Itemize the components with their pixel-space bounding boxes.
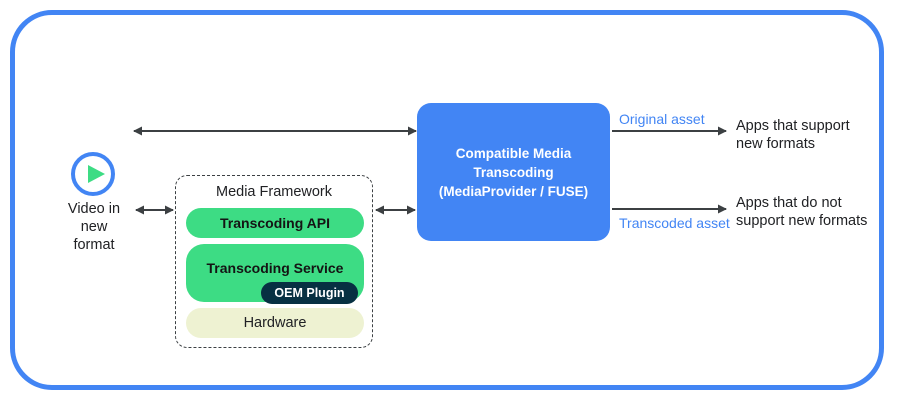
transcoding-api-label: Transcoding API <box>220 215 330 231</box>
transcoding-api-box[interactable]: Transcoding API <box>186 208 364 238</box>
video-play-icon <box>71 152 115 196</box>
hardware-box[interactable]: Hardware <box>186 308 364 338</box>
transcoded-asset-edge-label: Transcoded asset <box>619 215 730 231</box>
cmt-box-line-2: Transcoding <box>473 164 554 180</box>
cmt-box-line-1: Compatible Media <box>455 145 572 161</box>
apps-nosupport-line-1: Apps that do not <box>736 195 842 211</box>
transcoding-service-label: Transcoding Service <box>206 260 344 276</box>
apps-support-new-formats-label: Apps that support new formats <box>736 117 850 153</box>
media-framework-container: Media Framework Transcoding API Transcod… <box>175 175 373 348</box>
oem-plugin-label: OEM Plugin <box>274 286 345 300</box>
media-framework-title: Media Framework <box>215 184 333 200</box>
cmt-box-line-3: (MediaProvider / FUSE) <box>438 183 589 199</box>
hardware-label: Hardware <box>243 315 307 331</box>
play-triangle-icon <box>88 165 105 183</box>
video-source-label: Video in new format <box>44 200 144 254</box>
cmt-box-text: Compatible Media Transcoding (MediaProvi… <box>439 144 588 201</box>
video-source-label-line-1: Video in <box>67 201 121 217</box>
compatible-media-transcoding-box[interactable]: Compatible Media Transcoding (MediaProvi… <box>417 103 610 241</box>
apps-nosupport-line-2: support new formats <box>736 213 868 229</box>
video-source-label-line-3: format <box>73 237 115 253</box>
apps-support-line-2: new formats <box>736 136 815 152</box>
oem-plugin-badge[interactable]: OEM Plugin <box>261 282 358 304</box>
apps-no-support-new-formats-label: Apps that do not support new formats <box>736 194 867 230</box>
video-source-label-line-2: new <box>80 219 108 235</box>
original-asset-edge-label: Original asset <box>619 111 705 127</box>
apps-support-line-1: Apps that support <box>736 118 850 134</box>
